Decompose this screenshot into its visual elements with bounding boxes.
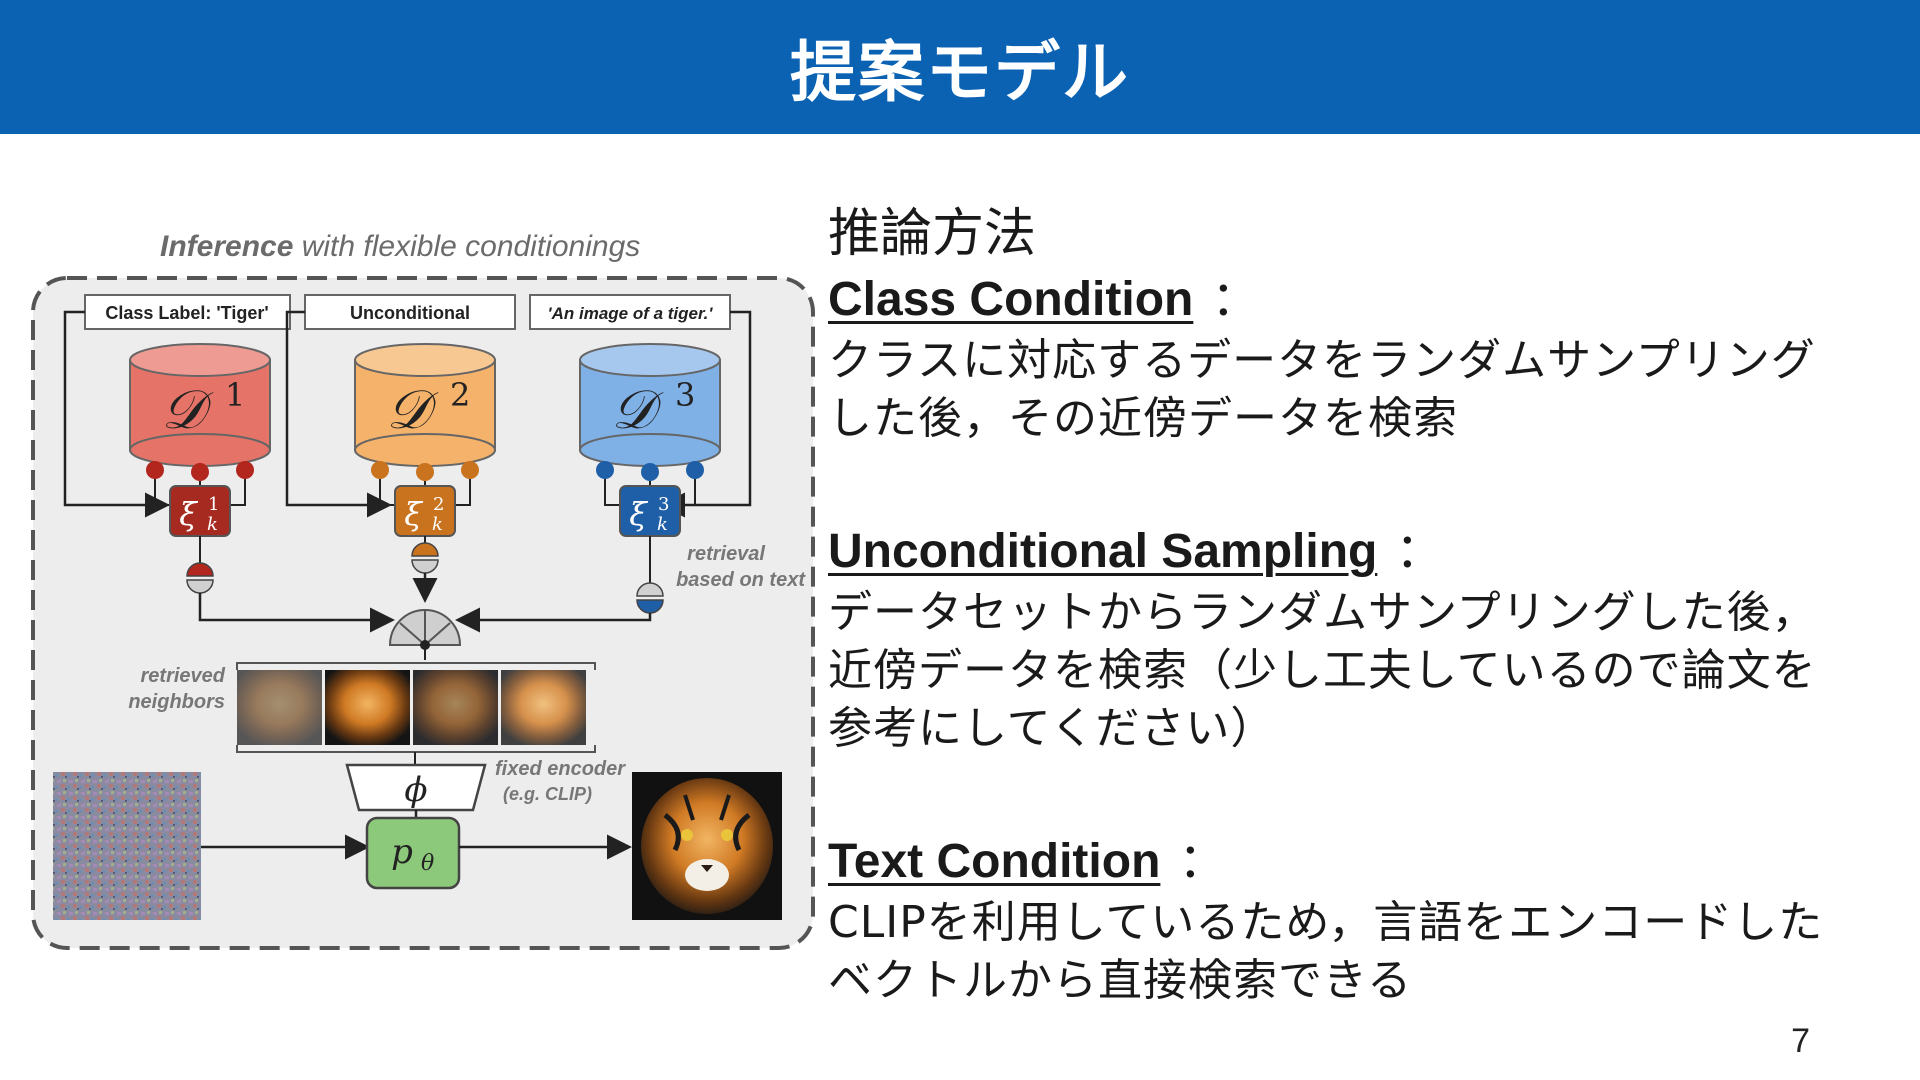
svg-text:k: k bbox=[432, 514, 443, 535]
unconditional-label-text: Unconditional bbox=[350, 303, 470, 323]
dataset-cylinder-2: 𝒟 2 bbox=[354, 343, 496, 481]
svg-text:ξ: ξ bbox=[404, 495, 423, 533]
section-title: 推論方法 bbox=[828, 204, 1037, 264]
item-text-condition: Text Condition ： CLIPを利用しているため，言語をエンコードした… bbox=[828, 830, 1888, 1010]
item-unconditional-sampling: Unconditional Sampling ： データセットからランダムサンプリ… bbox=[828, 520, 1888, 758]
description-line: CLIPを利用しているため，言語をエンコードした bbox=[828, 897, 1824, 948]
retrieval-module-1: ξ 1 k bbox=[169, 485, 231, 537]
retrieval-label-line2: based on text bbox=[676, 569, 806, 591]
svg-text:3: 3 bbox=[658, 494, 669, 515]
heading-class-condition: Class Condition bbox=[828, 273, 1194, 326]
text-label-box bbox=[529, 294, 731, 330]
description-line: 近傍データを検索（少し工夫しているので論文を bbox=[828, 645, 1817, 696]
svg-text:3: 3 bbox=[675, 376, 695, 414]
svg-text:p: p bbox=[391, 832, 413, 872]
encoder-label-line1: fixed encoder bbox=[495, 758, 626, 780]
svg-text:1: 1 bbox=[225, 376, 245, 414]
generated-tiger-image bbox=[632, 772, 782, 920]
title-bar: 提案モデル bbox=[0, 0, 1920, 134]
class-label-text: Class Label: 'Tiger' bbox=[105, 303, 268, 323]
page-number: 7 bbox=[1791, 1022, 1810, 1060]
retrieval-module-3: ξ 3 k bbox=[619, 485, 681, 537]
diffusion-model-node: p θ bbox=[365, 816, 461, 890]
svg-text:2: 2 bbox=[450, 376, 470, 414]
heading-colon: ： bbox=[1211, 273, 1260, 326]
retrieved-neighbor-images bbox=[237, 670, 586, 745]
noise-input-image bbox=[53, 772, 201, 920]
heading-colon: ： bbox=[1395, 525, 1444, 578]
svg-text:2: 2 bbox=[433, 494, 444, 515]
neighbors-label-line1: retrieved bbox=[141, 665, 226, 687]
inference-diagram: Inference with flexible conditionings Cl… bbox=[25, 220, 820, 960]
neighbors-label-line2: neighbors bbox=[128, 691, 225, 713]
inference-explanation: 推論方法 Class Condition ： クラスに対応するデータをランダムサン… bbox=[828, 200, 1888, 1010]
clip-encoder: ϕ bbox=[345, 763, 487, 812]
diagram-caption: Inference with flexible conditionings bbox=[160, 230, 640, 263]
text-label-text: 'An image of a tiger.' bbox=[548, 304, 714, 323]
svg-text:1: 1 bbox=[208, 494, 219, 515]
encoder-label-line2: (e.g. CLIP) bbox=[503, 784, 592, 804]
description-line: 参考にしてください） bbox=[828, 703, 1276, 754]
condition-selector bbox=[388, 609, 462, 650]
heading-text-condition: Text Condition bbox=[828, 835, 1161, 888]
svg-text:θ: θ bbox=[421, 851, 434, 876]
dataset-cylinder-3: 𝒟 3 bbox=[579, 343, 721, 481]
heading-colon: ： bbox=[1178, 835, 1227, 888]
svg-text:ξ: ξ bbox=[629, 495, 648, 533]
retrieval-label-line1: retrieval bbox=[687, 543, 765, 565]
heading-unconditional-sampling: Unconditional Sampling bbox=[828, 525, 1378, 578]
item-class-condition: Class Condition： クラスに対応するデータをランダムサンプリング … bbox=[828, 268, 1888, 448]
retrieval-module-2: ξ 2 k bbox=[394, 485, 456, 537]
svg-text:ϕ: ϕ bbox=[404, 770, 427, 810]
svg-text:k: k bbox=[207, 514, 218, 535]
description-line: した後，その近傍データを検索 bbox=[828, 393, 1458, 444]
description-line: データセットからランダムサンプリングした後， bbox=[828, 587, 1817, 638]
dataset-cylinder-1: 𝒟 1 bbox=[129, 343, 271, 481]
svg-text:ξ: ξ bbox=[179, 495, 198, 533]
svg-text:k: k bbox=[657, 514, 668, 535]
slide-title: 提案モデル bbox=[790, 34, 1130, 111]
description-line: クラスに対応するデータをランダムサンプリング bbox=[828, 335, 1816, 386]
description-line: ベクトルから直接検索できる bbox=[828, 955, 1413, 1006]
